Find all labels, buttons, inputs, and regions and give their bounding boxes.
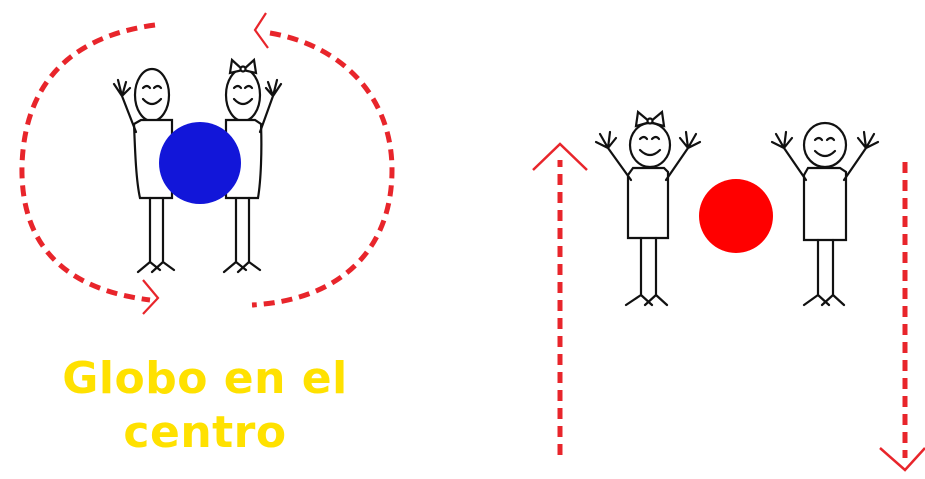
hair-bow bbox=[634, 109, 666, 128]
circular-arrows bbox=[19, 22, 395, 308]
caption: Globo en el centro bbox=[40, 352, 370, 460]
arrow-head-top-right bbox=[253, 12, 269, 49]
person-left-girl bbox=[222, 57, 283, 274]
person-right-boy bbox=[770, 121, 880, 307]
person-right-girl bbox=[594, 109, 702, 307]
hair-bow bbox=[228, 57, 258, 75]
arrow-head-up bbox=[532, 142, 588, 171]
up-arrow bbox=[532, 142, 588, 455]
caption-line-2: centro bbox=[123, 407, 287, 458]
circular-arrow-heads bbox=[142, 12, 269, 315]
red-ball bbox=[699, 179, 773, 253]
down-arrow bbox=[879, 162, 925, 472]
blue-ball bbox=[159, 122, 241, 204]
arrow-head-bottom-left bbox=[142, 279, 160, 315]
circular-arrow-right bbox=[251, 30, 395, 308]
arrow-head-down bbox=[879, 447, 925, 472]
caption-line-1: Globo en el bbox=[62, 353, 348, 404]
